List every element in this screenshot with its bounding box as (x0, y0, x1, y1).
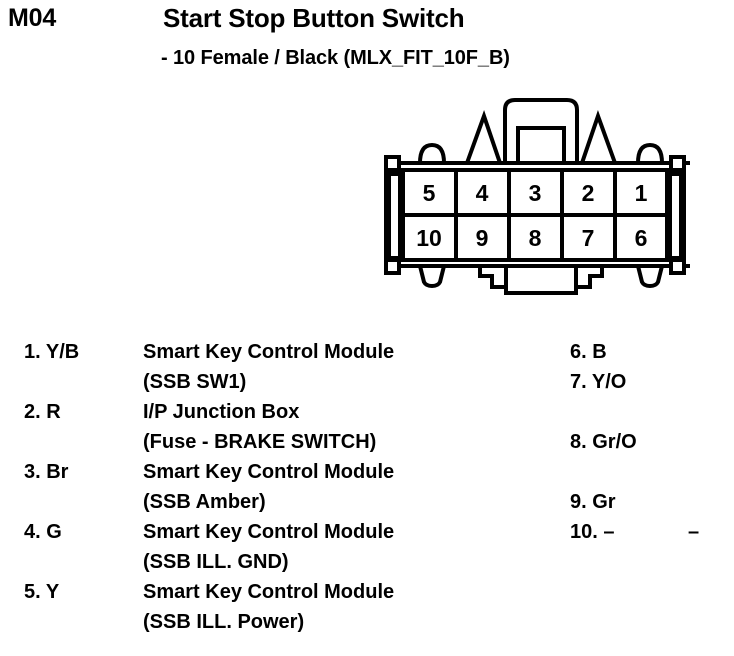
connector-code: M04 (8, 4, 57, 32)
pin-list-row: 4. G Smart Key Control Module (0, 517, 540, 547)
bottom-notch-left (478, 266, 506, 289)
cavity-number-2: 2 (582, 180, 595, 206)
pin-list-row: 3. Br Smart Key Control Module (0, 457, 540, 487)
pin-list-row (0, 547, 734, 577)
pin-list-row: 5. Y Smart Key Control Module (0, 577, 540, 607)
pin-description: (Fuse - BRAKE SWITCH) (143, 431, 377, 453)
pin-id: 4. G (24, 521, 62, 543)
cavity-number-3: 3 (529, 180, 542, 206)
guide-tab-right (580, 109, 617, 164)
pin-id: 9. Gr (570, 491, 616, 513)
top-bump-left (418, 142, 446, 164)
pin-description: (SSB ILL. Power) (143, 611, 305, 633)
pin-dash-marker: – (688, 521, 700, 543)
cavity-number-5: 5 (423, 180, 436, 206)
pin-list-row (0, 607, 734, 637)
guide-tab-left (465, 109, 502, 164)
pin-description: (SSB ILL. GND) (143, 551, 289, 573)
bottom-center-tab (504, 266, 578, 295)
pin-list-row: 1. Y/B Smart Key Control Module (0, 337, 540, 367)
connector-diagram: 5 4 3 2 1 10 9 8 7 6 (370, 88, 700, 303)
pin-list-row: (SSB ILL. GND) (0, 547, 540, 577)
page-title: Start Stop Button Switch (163, 3, 465, 33)
side-rail-right-cap-bottom (669, 258, 686, 275)
side-rail-right-cap-top (669, 155, 686, 172)
bottom-notch-right (576, 266, 604, 289)
pin-list-row: (SSB Amber) (0, 487, 540, 517)
pin-list-row: 2. R I/P Junction Box (0, 397, 540, 427)
top-bump-right (636, 142, 664, 164)
pin-description: Smart Key Control Module (143, 521, 395, 543)
pin-list-row: 9. Gr (0, 487, 734, 517)
pin-list-row (0, 457, 734, 487)
pin-list-row: (Fuse - BRAKE SWITCH) (0, 427, 540, 457)
connector-svg: 5 4 3 2 1 10 9 8 7 6 (384, 98, 690, 295)
cavity-number-6: 6 (635, 225, 648, 251)
latch-arch-inner (516, 126, 566, 163)
cavity-number-4: 4 (476, 180, 489, 206)
pin-list-row: 10. – – (0, 517, 734, 547)
cavity-number-10: 10 (416, 225, 442, 251)
pin-id: 1. Y/B (24, 341, 80, 363)
pin-description: Smart Key Control Module (143, 581, 395, 603)
latch-arch-outer (503, 98, 579, 163)
pin-list-left-column: 1. Y/B Smart Key Control Module (SSB SW1… (0, 337, 540, 637)
pin-list-row: (SSB SW1) (0, 367, 540, 397)
pin-id: 8. Gr/O (570, 431, 637, 453)
cavity-number-8: 8 (529, 225, 542, 251)
side-rail-left-cap-top (384, 155, 401, 172)
pin-list-right-column: 6. B 7. Y/O 8. Gr/O 9. Gr 10. – – (0, 337, 734, 637)
pin-id: 6. B (570, 341, 607, 363)
side-rail-right-bar (668, 172, 683, 260)
pin-description: Smart Key Control Module (143, 341, 395, 363)
pin-list-row: 8. Gr/O (0, 427, 734, 457)
pin-id: 7. Y/O (570, 371, 627, 393)
side-rail-left-bar (387, 172, 402, 260)
pin-description: (SSB Amber) (143, 491, 266, 513)
pin-id: 2. R (24, 401, 61, 423)
bottom-foot-right (636, 265, 664, 289)
pin-description: I/P Junction Box (143, 401, 300, 423)
pin-list-row: (SSB ILL. Power) (0, 607, 540, 637)
pin-id: 5. Y (24, 581, 60, 603)
pin-id: 3. Br (24, 461, 69, 483)
pin-list-row (0, 577, 734, 607)
cavity-number-7: 7 (582, 225, 595, 251)
pin-description: Smart Key Control Module (143, 461, 395, 483)
side-rail-left-cap-bottom (384, 258, 401, 275)
pin-description: (SSB SW1) (143, 371, 247, 393)
pin-list-row: 6. B (0, 337, 734, 367)
pin-list-row (0, 397, 734, 427)
bottom-foot-left (418, 265, 446, 289)
cavity-number-1: 1 (635, 180, 648, 206)
pin-id: 10. – (570, 521, 615, 543)
page-subtitle: - 10 Female / Black (MLX_FIT_10F_B) (161, 47, 510, 69)
pin-list-row: 7. Y/O (0, 367, 734, 397)
cavity-number-9: 9 (476, 225, 489, 251)
